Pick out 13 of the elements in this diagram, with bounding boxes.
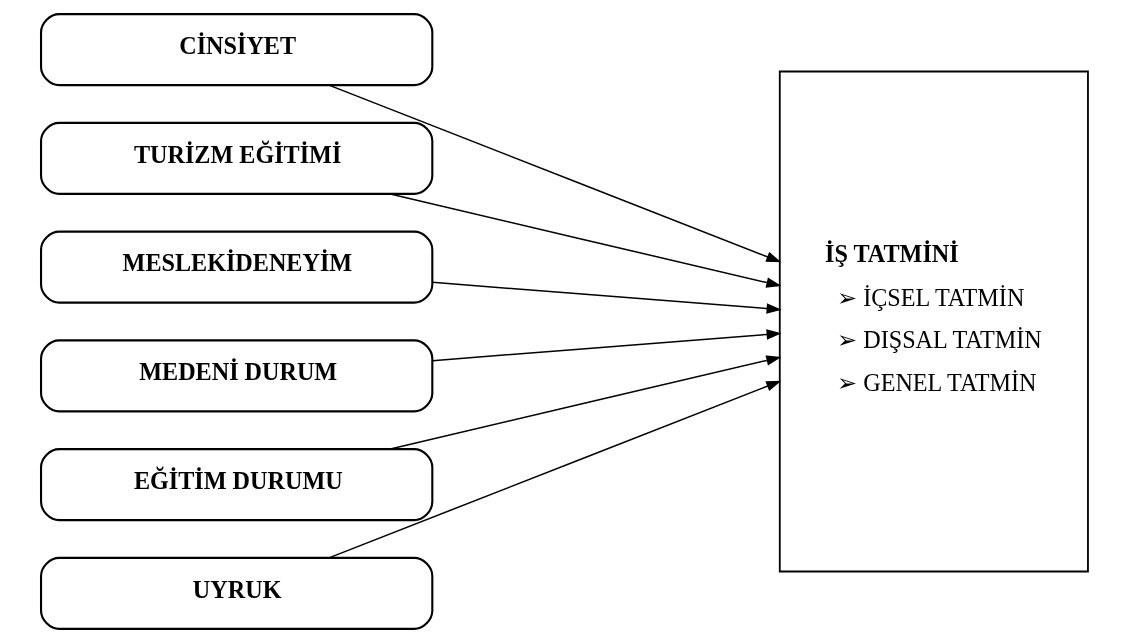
node-box: UYRUK (39, 556, 433, 630)
node-box: İŞ TATMİNİ ➢ İÇSEL TATMİN ➢ DIŞSAL TATMİN ➢ GENEL TATMİN (778, 70, 1089, 573)
node-box: MEDENİ DURUM (39, 339, 433, 413)
arrow (431, 329, 782, 362)
arrow (431, 281, 782, 314)
node-box: EĞİTİM DURUMU (39, 448, 433, 522)
arrow (388, 355, 781, 450)
arrow (327, 380, 781, 559)
arrow (388, 193, 781, 288)
arrow (327, 84, 781, 263)
node-box: MESLEKİDENEYİM (39, 230, 433, 304)
node-box: TURİZM EĞİTİMİ (39, 121, 433, 195)
node-box: CİNSİYET (39, 13, 433, 87)
